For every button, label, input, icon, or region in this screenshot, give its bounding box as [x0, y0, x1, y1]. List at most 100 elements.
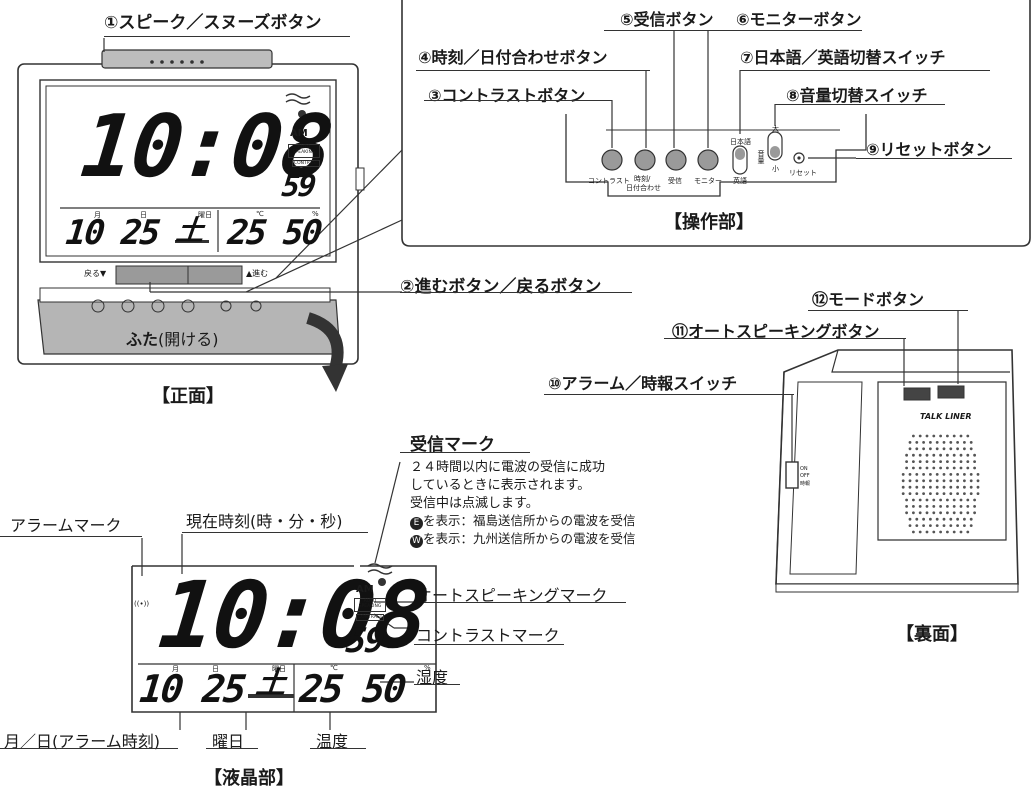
callout-underline	[104, 36, 350, 37]
speaker-grill-dot	[966, 460, 970, 463]
alarm-chime-switch[interactable]	[786, 462, 798, 488]
reset-button[interactable]	[794, 153, 804, 163]
speaker-grill-dot	[922, 492, 925, 495]
lcd-month-label: 月	[172, 665, 179, 673]
callout-contrast-button: ③コントラストボタン	[428, 86, 586, 105]
callout-underline	[416, 70, 650, 71]
speaker-grill-dot	[952, 434, 956, 438]
speaker-grill-dot	[973, 453, 976, 457]
speaker-grill-dot	[912, 453, 915, 457]
speaker-grill-dot	[949, 479, 953, 483]
speaker-grill-dot	[918, 453, 922, 457]
auto-speaking-mark-label: オートスピーキングマーク	[416, 586, 608, 605]
front-contrast-mark: CONTRAST	[292, 160, 321, 167]
monitor-button-label: モニター	[694, 177, 722, 185]
speaker-grill-dot	[976, 473, 980, 476]
speaker-grill-dot	[912, 460, 915, 463]
front-auto-line1: AUTO	[297, 145, 311, 150]
english-label: 英語	[733, 177, 747, 185]
front-seconds-digits: 59	[280, 169, 317, 204]
speaker-grill-dot	[946, 511, 949, 515]
speaker-grill-dot	[956, 473, 959, 476]
speaker-grill-dot	[946, 434, 949, 438]
speaker-grill-dot	[952, 511, 956, 515]
front-weekday-label: 曜日	[198, 211, 212, 219]
speaker-grill-dot	[946, 498, 949, 502]
speaker-grill-dot	[925, 466, 929, 470]
front-date-digits: 10 25	[63, 213, 161, 253]
speaker-grill-dot	[932, 460, 936, 463]
speaker-grill-dot	[908, 473, 912, 476]
speaker-grill-dot	[956, 524, 959, 527]
speaker-grill-dot	[949, 492, 953, 495]
reception-title: 受信マーク	[410, 435, 495, 455]
speaker-grill-dot	[912, 498, 915, 502]
w-mark-icon: W	[410, 535, 423, 548]
auto-speaking-button[interactable]	[904, 388, 930, 400]
lcd-day-label: 日	[212, 665, 219, 673]
speaker-grill-dot	[952, 505, 956, 508]
speaker-grill-dot	[946, 453, 949, 457]
speaker-grill-dot	[949, 441, 953, 444]
callout-underline	[740, 70, 990, 71]
alarm-mark-icon: ((•))	[134, 600, 150, 608]
speaker-grill-dot	[918, 530, 922, 534]
speaker-grill-dot	[905, 460, 908, 463]
speaker-grill-dot	[949, 473, 953, 476]
mode-button[interactable]	[938, 386, 964, 398]
lcd-auto-line2: SPEAKING	[358, 604, 382, 609]
contrast-button[interactable]	[602, 150, 622, 170]
speaker-grill-dot	[939, 460, 942, 463]
speaker-grill-dot	[963, 524, 966, 527]
reception-desc-2: しているときに表示されます。	[410, 478, 591, 493]
speaker-grill-dot	[946, 460, 949, 463]
speaker-grill-dot	[922, 447, 925, 451]
callout-auto-speaking-button: ⑪オートスピーキングボタン	[672, 322, 880, 341]
volume-switch[interactable]	[768, 132, 782, 160]
alarm-switch-jihou: 時報	[800, 481, 811, 487]
speaker-grill-dot	[976, 485, 980, 489]
speaker-grill-dot	[915, 441, 919, 444]
callout-underline	[544, 394, 794, 395]
front-month-label: 月	[94, 211, 101, 219]
time-date-button[interactable]	[635, 150, 655, 170]
speaker-grill-dot	[908, 524, 912, 527]
speaker-grill-dot	[935, 447, 939, 451]
lcd-contrast-mark: CONTRAST	[356, 614, 385, 621]
back-button[interactable]	[116, 266, 188, 284]
speaker-grill-dot	[942, 517, 946, 521]
speaker-grill-dot	[922, 441, 925, 444]
next-button[interactable]	[188, 266, 242, 284]
speaker-grill-dot	[915, 517, 919, 521]
e-mark-icon: E	[410, 517, 423, 530]
speaker-grill-dot	[963, 492, 966, 495]
alarm-switch-off: OFF	[800, 473, 810, 479]
contrast-button-label: コントラスト	[588, 177, 630, 185]
callout-underline	[0, 536, 142, 537]
callout-underline	[775, 104, 945, 105]
speaker-grill-dot	[973, 498, 976, 502]
speaker-grill-dot	[939, 453, 942, 457]
contrast-mark-label: コントラストマーク	[416, 626, 560, 645]
speak-snooze-button[interactable]	[102, 50, 272, 68]
speaker-grill-dot	[929, 524, 932, 527]
speaker-grill-dot	[932, 505, 936, 508]
speaker-grill-dot	[956, 479, 959, 483]
speaker-grill-dot	[905, 498, 908, 502]
callout-underline	[856, 158, 1012, 159]
back-caption: 【裏面】	[896, 624, 968, 645]
front-auto-line2: SPEAKING	[292, 150, 316, 155]
back-label: 戻る▼	[84, 269, 107, 278]
volume-low-label: 小	[772, 165, 779, 173]
weekday-label: 曜日	[212, 732, 245, 751]
speaker-grill-dot	[929, 485, 932, 489]
receive-button[interactable]	[666, 150, 686, 170]
speaker-grill-dot	[939, 511, 942, 515]
callout-speak-snooze: ①スピーク／スヌーズボタン	[104, 13, 322, 33]
monitor-button[interactable]	[698, 150, 718, 170]
speaker-grill-dot	[929, 492, 932, 495]
language-switch[interactable]	[733, 146, 747, 174]
callout-underline	[414, 644, 564, 645]
